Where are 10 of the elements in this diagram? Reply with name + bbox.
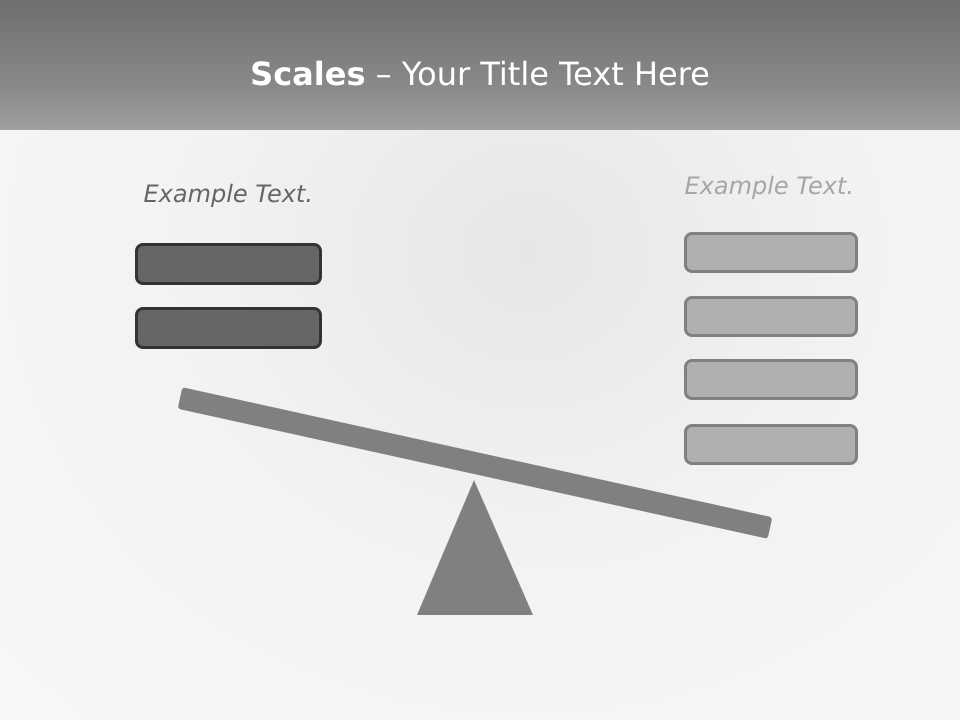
placeholder-box bbox=[684, 232, 858, 273]
placeholder-box bbox=[684, 424, 858, 465]
placeholder-box bbox=[684, 296, 858, 337]
slide-title: Scales – Your Title Text Here bbox=[250, 54, 710, 95]
placeholder-box bbox=[684, 359, 858, 400]
placeholder-box bbox=[135, 307, 322, 349]
column-heading: Example Text. bbox=[684, 171, 854, 202]
fulcrum-triangle bbox=[417, 480, 533, 615]
column-heading: Example Text. bbox=[144, 179, 313, 210]
placeholder-box bbox=[135, 243, 322, 285]
